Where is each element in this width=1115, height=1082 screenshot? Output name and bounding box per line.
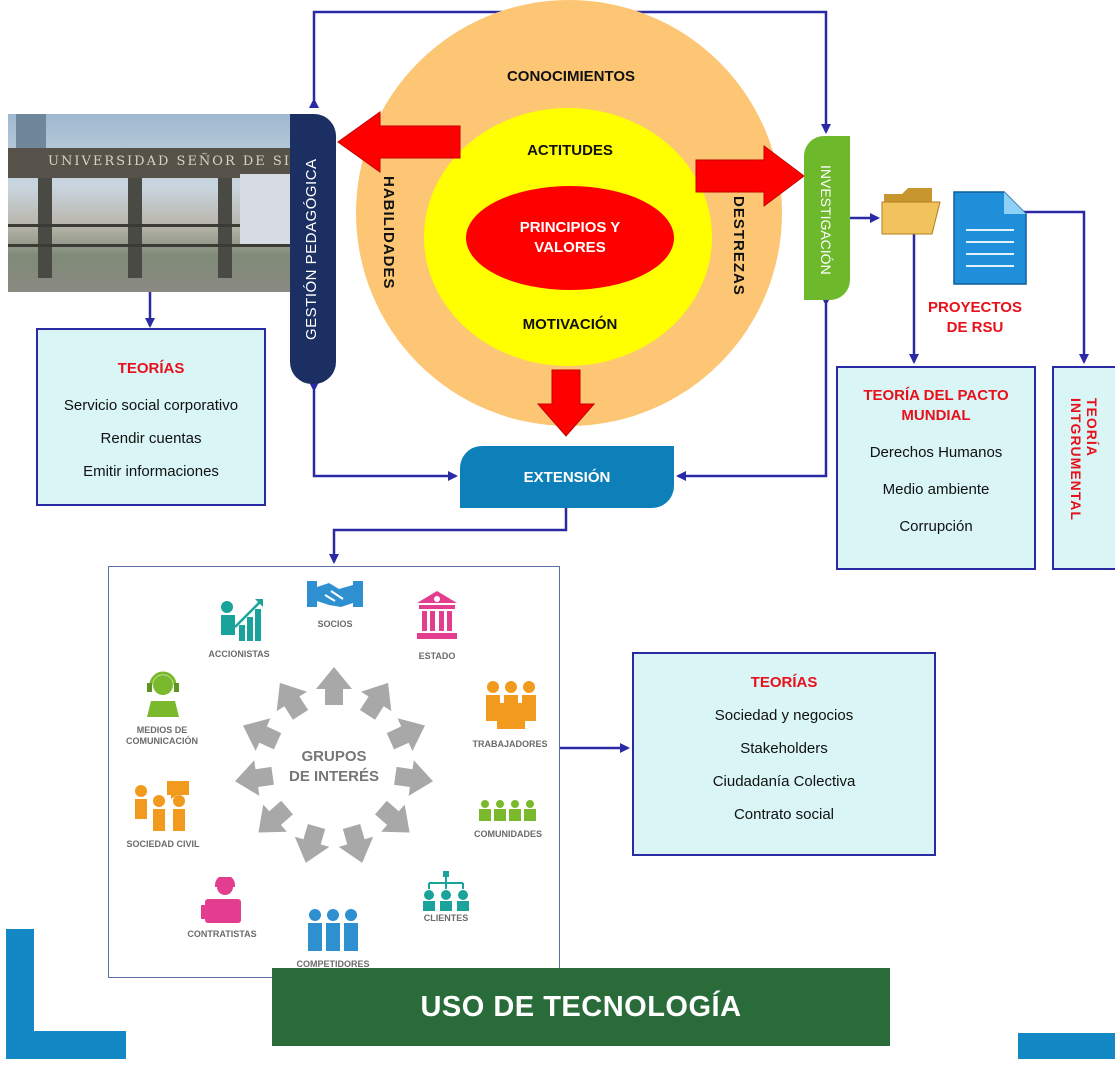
core-line-1: PRINCIPIOS Y xyxy=(519,219,621,236)
proyectos-rsu-label: PROYECTOS DE RSU xyxy=(912,298,1038,338)
core-line-2: VALORES xyxy=(534,239,606,256)
socios-label: SOCIOS xyxy=(317,619,353,629)
wheel-arrow xyxy=(258,800,293,833)
teoria-instrumental-box: TEORÍA INTGRUMENTAL xyxy=(1052,366,1115,570)
university-photo: UNIVERSIDAD SEÑOR DE SIPAN xyxy=(8,114,298,292)
pacto-item: Medio ambiente xyxy=(882,481,990,498)
extension-bar: EXTENSIÓN xyxy=(460,446,674,508)
grupos-center: GRUPOS DE INTERÉS xyxy=(269,747,399,787)
wheel-arrow xyxy=(394,760,433,796)
teorias-right-box: TEORÍAS Sociedad y negocios Stakeholders… xyxy=(632,652,936,856)
uso-de-tecnologia-banner: USO DE TECNOLOGÍA xyxy=(272,968,890,1046)
pacto-item: Corrupción xyxy=(899,518,973,535)
instrumental-line-2: INTGRUMENTAL xyxy=(1068,398,1084,521)
trabajadores-label: TRABAJADORES xyxy=(472,739,548,749)
pacto-title: TEORÍA DEL PACTO MUNDIAL xyxy=(838,386,1034,426)
competidores-label: COMPETIDORES xyxy=(296,959,370,969)
civil-society-icon xyxy=(135,781,189,831)
instrumental-title: TEORÍA INTGRUMENTAL xyxy=(1068,398,1100,548)
wheel-arrow xyxy=(338,824,374,863)
teorias-right-item: Sociedad y negocios xyxy=(714,707,854,724)
decorative-corner-horizontal xyxy=(6,1031,126,1059)
investigacion-to-extension-line xyxy=(676,296,831,481)
headset-icon xyxy=(147,671,179,717)
investigacion-label: INVESTIGACIÓN xyxy=(818,165,834,275)
medios-line-2: COMUNICACIÓN xyxy=(126,736,198,746)
handshake-icon xyxy=(307,581,363,607)
medios-comunicacion-label: MEDIOS DE COMUNICACIÓN xyxy=(117,725,207,747)
contractor-icon xyxy=(201,877,241,923)
investigacion-bar: INVESTIGACIÓN xyxy=(804,136,850,300)
principios-valores-core: PRINCIPIOS Y VALORES xyxy=(466,186,674,290)
stakeholder-arrows xyxy=(235,667,433,863)
motivacion-label: MOTIVACIÓN xyxy=(522,316,618,333)
contratistas-label: CONTRATISTAS xyxy=(187,929,257,939)
wheel-arrow xyxy=(359,682,392,720)
instrumental-line-1: TEORÍA xyxy=(1084,398,1100,457)
teorias-right-title: TEORÍAS xyxy=(750,674,818,691)
teorias-left-title: TEORÍAS xyxy=(117,360,185,377)
conocimientos-label: CONOCIMIENTOS xyxy=(506,68,636,85)
gestion-to-extension-line xyxy=(309,382,458,481)
estado-label: ESTADO xyxy=(418,651,456,661)
medios-line-1: MEDIOS DE xyxy=(136,725,188,735)
extension-to-stakeholders-line xyxy=(329,508,568,564)
grupos-de-interes-panel: GRUPOS DE INTERÉS SOCIOS ESTADO ACCIONIS… xyxy=(108,566,560,978)
teorias-left-item: Rendir cuentas xyxy=(100,430,202,447)
wheel-arrow xyxy=(386,718,425,751)
community-icon xyxy=(479,800,536,821)
workers-icon xyxy=(486,681,536,729)
clients-icon xyxy=(423,871,469,911)
clientes-label: CLIENTES xyxy=(423,913,469,923)
wheel-arrow xyxy=(243,718,282,751)
teorias-left-item: Emitir informaciones xyxy=(83,463,219,480)
shareholders-chart-icon xyxy=(221,599,263,641)
red-arrow-left xyxy=(337,111,461,173)
teorias-right-item: Ciudadanía Colectiva xyxy=(712,773,856,790)
red-arrow-right xyxy=(695,145,805,207)
pacto-mundial-box: TEORÍA DEL PACTO MUNDIAL Derechos Humano… xyxy=(836,366,1036,570)
gestion-pedagogica-bar: GESTIÓN PEDAGÓGICA xyxy=(290,114,336,384)
pacto-title-line-2: MUNDIAL xyxy=(901,407,971,424)
wheel-arrow xyxy=(276,682,309,720)
document-to-instrumental-line xyxy=(1020,210,1089,364)
accionistas-label: ACCIONISTAS xyxy=(208,649,270,659)
folder-icon xyxy=(881,188,941,235)
proyectos-line-1: PROYECTOS xyxy=(928,299,1022,316)
grupos-line-2: DE INTERÉS xyxy=(288,768,379,785)
actitudes-label: ACTITUDES xyxy=(527,142,613,159)
grupos-line-1: GRUPOS xyxy=(301,748,367,765)
university-sign: UNIVERSIDAD SEÑOR DE SIPAN xyxy=(48,154,298,169)
wheel-arrow xyxy=(235,760,274,796)
document-icon xyxy=(953,191,1027,285)
wheel-arrow xyxy=(316,667,352,705)
pacto-item: Derechos Humanos xyxy=(869,444,1003,461)
comunidades-label: COMUNIDADES xyxy=(473,829,542,839)
competitors-icon xyxy=(308,909,358,951)
teorias-right-item: Contrato social xyxy=(733,806,835,823)
teorias-left-item: Servicio social corporativo xyxy=(63,397,239,414)
proyectos-line-2: DE RSU xyxy=(946,319,1004,336)
red-arrow-down xyxy=(536,369,596,437)
pacto-title-line-1: TEORÍA DEL PACTO xyxy=(863,387,1009,404)
teorias-left-box: TEORÍAS Servicio social corporativo Rend… xyxy=(36,328,266,506)
destrezas-label: DESTREZAS xyxy=(730,196,747,296)
bank-icon xyxy=(417,591,457,639)
decorative-bar-right xyxy=(1018,1033,1115,1059)
habilidades-label: HABILIDADES xyxy=(380,176,397,290)
teorias-right-item: Stakeholders xyxy=(740,740,828,757)
wheel-arrow xyxy=(294,824,330,863)
wheel-arrow xyxy=(375,800,410,833)
sociedad-civil-label: SOCIEDAD CIVIL xyxy=(126,839,200,849)
